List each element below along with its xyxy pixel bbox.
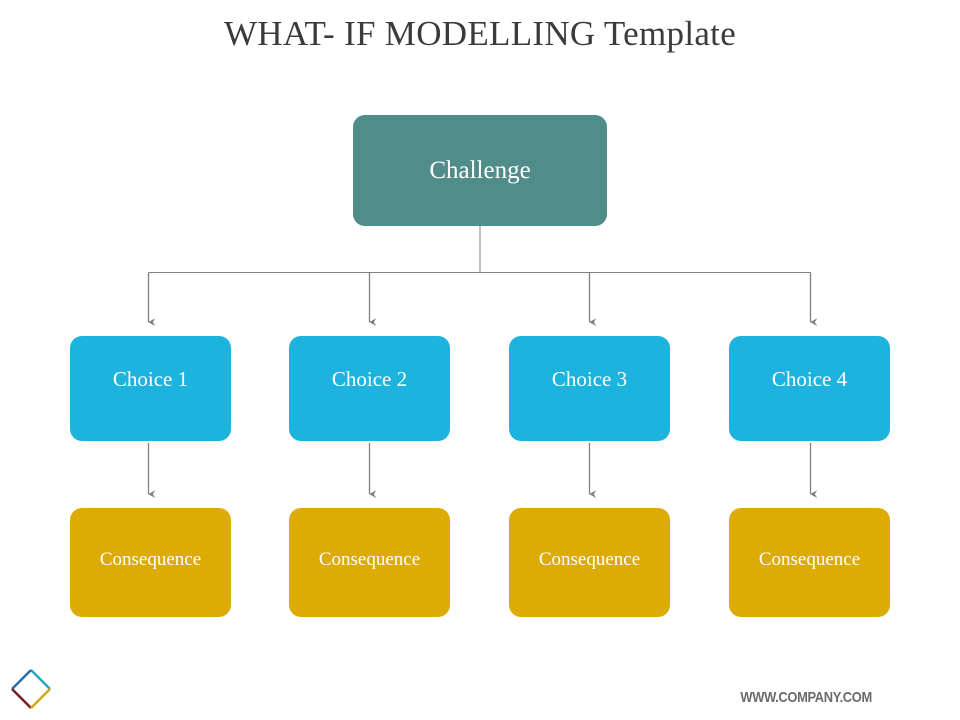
node-consequence-3[interactable]: Consequence (509, 508, 670, 617)
node-choice-3[interactable]: Choice 3 (509, 336, 670, 441)
node-choice-4[interactable]: Choice 4 (729, 336, 890, 441)
node-consequence-2[interactable]: Consequence (289, 508, 450, 617)
node-choice-1[interactable]: Choice 1 (70, 336, 231, 441)
page-title: WHAT- IF MODELLING Template (223, 14, 737, 53)
node-consequence-1[interactable]: Consequence (70, 508, 231, 617)
diamond-logo-icon (11, 669, 51, 709)
node-consequence-4[interactable]: Consequence (729, 508, 890, 617)
footer-website-url: WWW.COMPANY.COM (740, 689, 873, 706)
node-challenge[interactable]: Challenge (353, 115, 607, 226)
node-choice-2[interactable]: Choice 2 (289, 336, 450, 441)
